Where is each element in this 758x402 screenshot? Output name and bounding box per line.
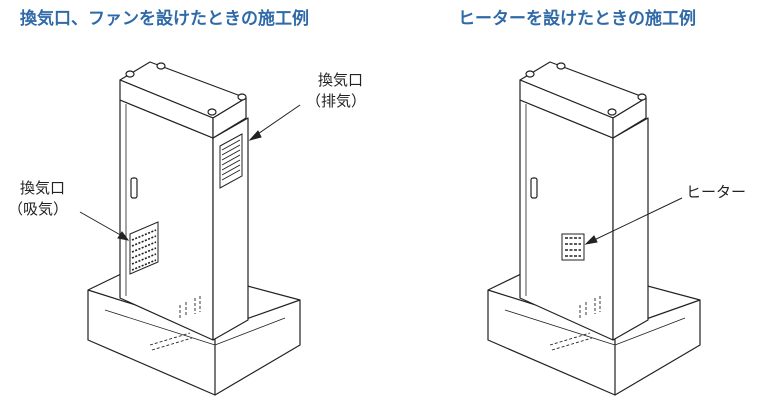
exhaust-vent bbox=[219, 133, 243, 189]
right-title: ヒーターを設けたときの施工例 bbox=[458, 9, 696, 29]
heater bbox=[561, 233, 585, 261]
leader-arrows bbox=[79, 104, 301, 241]
heater-label: ヒーター bbox=[686, 183, 747, 201]
exhaust-label-sub: （排気） bbox=[306, 92, 367, 110]
intake-label: 換気口 bbox=[20, 179, 66, 197]
intake-fan-vent bbox=[129, 221, 159, 275]
exhaust-label: 換気口 bbox=[318, 71, 364, 89]
left-cabinet bbox=[79, 61, 301, 396]
intake-label-sub: （吸気） bbox=[8, 200, 69, 218]
right-cabinet bbox=[487, 61, 701, 396]
left-title: 換気口、ファンを設けたときの施工例 bbox=[20, 9, 309, 29]
